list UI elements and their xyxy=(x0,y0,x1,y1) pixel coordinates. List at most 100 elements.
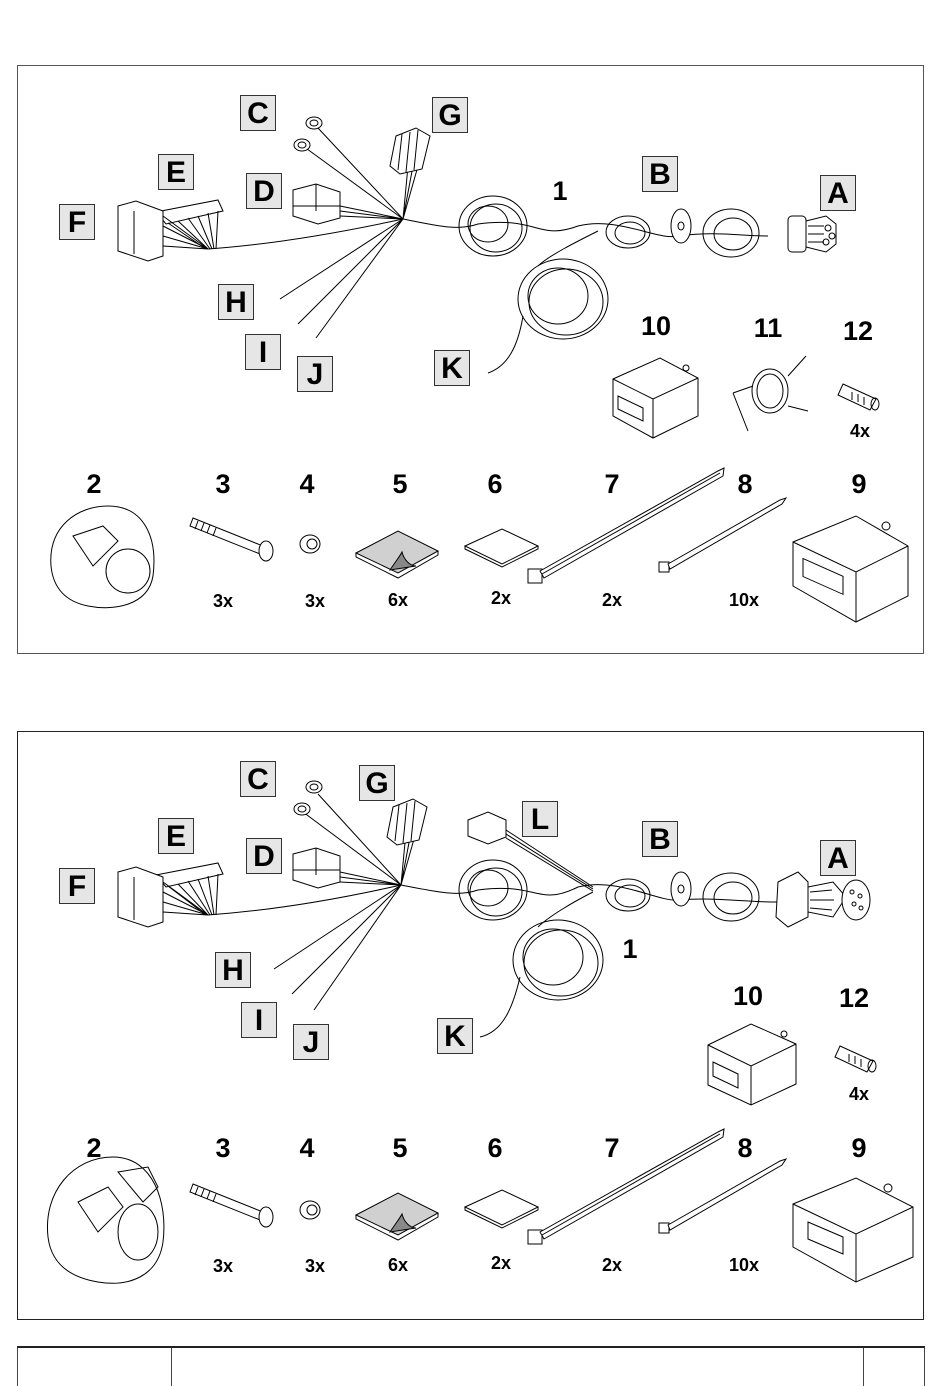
nut-icon xyxy=(299,1200,321,1220)
socket-a-icon xyxy=(787,215,837,253)
part-number-7: 7 xyxy=(604,469,620,499)
part-qty-12: 4x xyxy=(849,421,871,441)
control-module-icon xyxy=(792,1177,914,1283)
label-i: I xyxy=(241,1002,277,1038)
part-qty-4: 3x xyxy=(304,1256,326,1276)
label-a: A xyxy=(820,840,856,876)
part-qty-5: 6x xyxy=(387,590,409,610)
part-number-12: 12 xyxy=(842,316,874,346)
grommet-icon xyxy=(670,871,692,907)
label-k: K xyxy=(434,350,470,386)
label-f: F xyxy=(59,204,95,240)
coil-2 xyxy=(605,215,651,249)
part-number-7: 7 xyxy=(604,1133,620,1163)
part-number-5: 5 xyxy=(392,1133,408,1163)
connector-d-icon xyxy=(292,847,341,889)
coil-3 xyxy=(702,208,760,258)
part-qty-5: 6x xyxy=(387,1255,409,1275)
label-h: H xyxy=(218,284,254,320)
footer-cell-middle xyxy=(172,1348,864,1386)
cable-tie-large-icon xyxy=(527,1128,725,1245)
part-number-10: 10 xyxy=(732,981,764,1011)
label-l: L xyxy=(522,801,558,837)
connector-l-icon xyxy=(467,811,594,892)
label-e: E xyxy=(158,154,194,190)
part-number-10: 10 xyxy=(640,311,672,341)
label-b: B xyxy=(642,156,678,192)
module-icon xyxy=(707,1023,797,1106)
harness-trunk xyxy=(207,884,779,916)
label-h: H xyxy=(215,952,251,988)
part-number-8: 8 xyxy=(737,469,753,499)
part-qty-6: 2x xyxy=(490,1253,512,1273)
grommet-icon xyxy=(670,208,692,244)
label-f: F xyxy=(59,868,95,904)
label-e: E xyxy=(158,818,194,854)
part-qty-4: 3x xyxy=(304,591,326,611)
part-number-3: 3 xyxy=(215,1133,231,1163)
coil-1 xyxy=(458,859,528,921)
harness-illustration xyxy=(46,780,914,1284)
cable-tie-small-icon xyxy=(658,497,788,573)
footer-cell-left xyxy=(18,1348,172,1386)
part-qty-3: 3x xyxy=(212,1256,234,1276)
screw-icon xyxy=(189,1183,274,1228)
label-d: D xyxy=(246,838,282,874)
part-number-2: 2 xyxy=(86,1133,102,1163)
part-number-6: 6 xyxy=(487,469,503,499)
parts-panel-variant-2: C G E D F L B A H I J K 1 2 3 4 5 6 7 8 … xyxy=(17,731,924,1320)
label-g: G xyxy=(432,97,468,133)
label-b: B xyxy=(642,821,678,857)
coil-1 xyxy=(458,195,528,257)
fuse-icon xyxy=(837,383,880,411)
ring-terminal-icon xyxy=(293,780,323,816)
connector-d-icon xyxy=(292,183,341,225)
part-number-1: 1 xyxy=(552,176,568,206)
label-c: C xyxy=(240,761,276,797)
part-qty-3: 3x xyxy=(212,591,234,611)
adhesive-pad-icon xyxy=(354,1192,440,1241)
label-d: D xyxy=(246,173,282,209)
adhesive-pad-icon xyxy=(354,530,440,579)
connector-e-icon xyxy=(155,199,224,250)
coil-k xyxy=(517,258,609,340)
socket-a-icon xyxy=(775,871,871,928)
part-number-8: 8 xyxy=(737,1133,753,1163)
part-number-6: 6 xyxy=(487,1133,503,1163)
connector-g-icon xyxy=(386,798,428,846)
connector-e-icon xyxy=(155,862,224,916)
footer-title-block xyxy=(17,1346,925,1386)
ring-terminal-icon xyxy=(293,116,323,152)
part-number-5: 5 xyxy=(392,469,408,499)
part-qty-8: 10x xyxy=(728,1255,760,1275)
part-number-4: 4 xyxy=(299,469,315,499)
parts-panel-variant-1: C G E D F B A H I J K 1 2 3 4 5 6 7 8 9 … xyxy=(17,65,924,654)
label-j: J xyxy=(293,1024,329,1060)
label-a: A xyxy=(820,175,856,211)
nut-icon xyxy=(299,534,321,554)
control-module-icon xyxy=(792,515,909,623)
cable-tie-small-icon xyxy=(658,1158,788,1234)
mounting-bracket-icon xyxy=(732,355,809,432)
coil-3 xyxy=(702,872,760,922)
cable-tie-large-icon xyxy=(527,467,725,584)
socket-cover-icon xyxy=(46,1156,165,1284)
label-i: I xyxy=(245,334,281,370)
part-qty-7: 2x xyxy=(601,1255,623,1275)
part-qty-6: 2x xyxy=(490,588,512,608)
part-qty-8: 10x xyxy=(728,590,760,610)
connector-f-icon xyxy=(117,866,209,928)
coil-2 xyxy=(605,878,651,912)
harness-illustration xyxy=(50,116,909,623)
connector-g-icon xyxy=(389,127,431,175)
footer-cell-right xyxy=(864,1348,924,1386)
label-g: G xyxy=(359,765,395,801)
part-qty-12: 4x xyxy=(848,1084,870,1104)
pad-icon xyxy=(463,1189,540,1229)
screw-icon xyxy=(189,517,274,562)
socket-cover-icon xyxy=(50,505,155,609)
fuse-icon xyxy=(834,1045,877,1073)
part-number-4: 4 xyxy=(299,1133,315,1163)
part-qty-7: 2x xyxy=(601,590,623,610)
part-number-9: 9 xyxy=(851,1133,867,1163)
